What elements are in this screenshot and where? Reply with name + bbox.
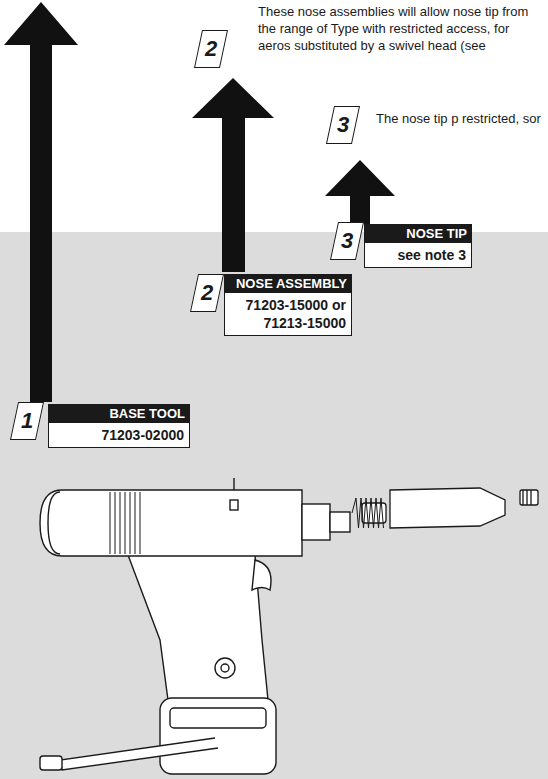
callout-number: 2 [194, 30, 226, 68]
part-number: 71203-02000 [48, 423, 190, 448]
part-label-box: NOSE TIP see note 3 [364, 224, 472, 268]
part-heading: NOSE ASSEMBLY [224, 274, 352, 293]
callout-number-text: 3 [326, 106, 360, 144]
callout-number: 3 [330, 222, 362, 260]
part-number: 71203-15000 or 71213-15000 [224, 293, 352, 336]
callout-number: 3 [326, 106, 358, 144]
nose-assembly [362, 488, 538, 528]
callout-number-text: 2 [194, 30, 228, 68]
callout-number-text: 3 [330, 222, 364, 260]
part-number-text: 71203-15000 or 71213-15000 [246, 297, 346, 331]
part-number-text: 71203-02000 [101, 427, 184, 443]
part-label-box: NOSE ASSEMBLY 71203-15000 or 71213-15000 [224, 274, 352, 336]
arrow [325, 160, 395, 224]
part-heading-text: NOSE TIP [406, 226, 467, 241]
base-tool [40, 478, 350, 774]
callout-number-text: 1 [10, 402, 44, 440]
arrow [4, 2, 78, 402]
part-heading-text: NOSE ASSEMBLY [236, 276, 347, 291]
spring [352, 498, 384, 528]
note-text: The nose tip p restricted, sor [376, 110, 542, 127]
background-panel [0, 232, 548, 779]
callout-number-text: 2 [190, 274, 224, 312]
part-heading: NOSE TIP [364, 224, 472, 243]
callout-number: 1 [10, 402, 42, 440]
note-text: These nose assemblies will allow nose ti… [258, 3, 544, 54]
part-number-text: see note 3 [398, 247, 466, 263]
arrow [192, 78, 274, 272]
part-label-box: BASE TOOL 71203-02000 [48, 404, 190, 448]
callout-number: 2 [190, 274, 222, 312]
part-heading: BASE TOOL [48, 404, 190, 423]
part-number: see note 3 [364, 243, 472, 268]
grip-ribs [110, 492, 140, 554]
part-heading-text: BASE TOOL [109, 406, 185, 421]
